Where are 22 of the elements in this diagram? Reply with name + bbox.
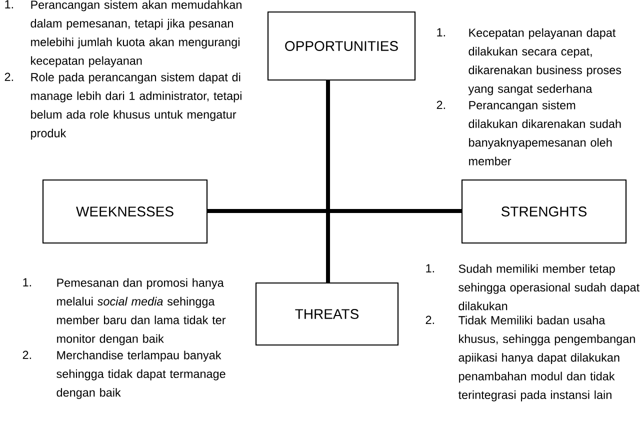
list-item: Pemesanan dan promosi hanya melalui social media sehingga member baru dan lama tidak ter monitor dengan baik — [57, 278, 226, 346]
list-item: Perancangan sistem akan memudahkan dalam pemesanan, tetapi jika pesanan melebihi jumlah kuota akan mengurangi kecepatan pelayanan — [30, 0, 242, 68]
list-number: 2. — [22, 350, 31, 359]
list-number: 1. — [426, 264, 434, 272]
list-item: Role pada perancangan sistem dapat di manage lebih dari 1 administrator, tetapi belum ada role khusus untuk mengatur produk — [31, 72, 242, 140]
list-number: 1. — [23, 278, 31, 286]
list-item: Kecepatan pelayanan dapat dilakukan secara cepat, dikarenakan business proses yang sangat sederhana — [468, 28, 622, 96]
list-item: Tidak Memiliki badan usaha khusus, sehingga pengembangan apiikasi hanya dapat dilakukan penambahan modul dan tidak terintegrasi pada instansi lain — [458, 316, 635, 402]
quadrant-box: STRENGHTS — [461, 179, 627, 244]
quadrant-box: OPPORTUNITIES — [267, 11, 416, 81]
list-number: 1. — [437, 28, 445, 36]
connector-line — [326, 80, 330, 283]
quadrant-box: WEEKNESSES — [42, 179, 208, 244]
list-item: Merchandise terlampau banyak sehingga tidak dapat termanage dengan baik — [56, 350, 226, 399]
list-item: Perancangan sistem dilakukan dikarenakan sudah banyaknyapemesanan oleh member — [468, 100, 621, 166]
list-number: 2. — [4, 72, 13, 81]
list-item: Sudah memiliki member tetap sehingga operasional sudah dapat dilakukan — [458, 264, 640, 310]
list-number: 2. — [426, 316, 434, 324]
list-number: 2. — [436, 100, 445, 109]
list-number: 1. — [5, 0, 13, 8]
connector-line — [207, 209, 462, 213]
quadrant-box: THREATS — [255, 282, 399, 346]
